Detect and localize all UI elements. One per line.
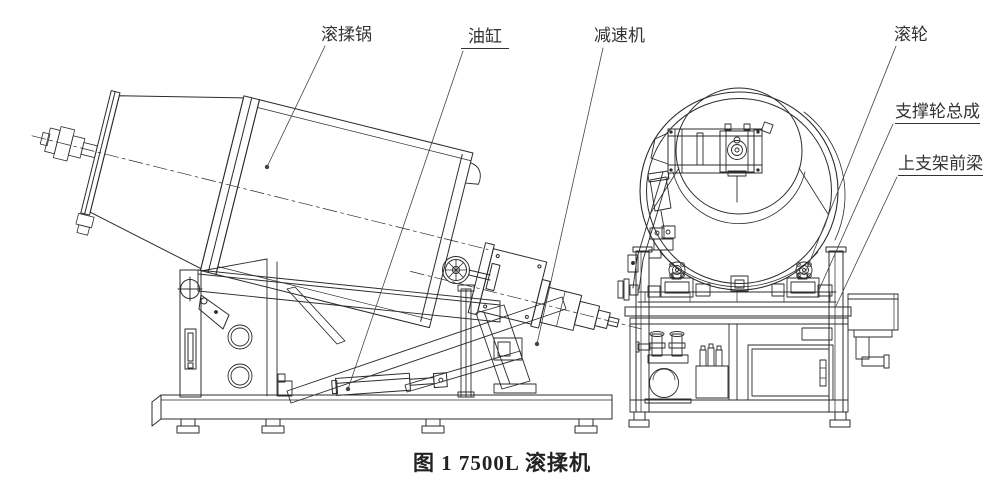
cabinet-feet: [628, 411, 851, 428]
reducer-motor: [467, 242, 620, 331]
bottle-rack: [695, 343, 729, 399]
support-wheel-assembly: [617, 261, 833, 301]
base-frame: [151, 394, 613, 434]
side-view: [31, 90, 642, 434]
side-panel: [200, 258, 293, 397]
label-front-beam: 上支架前梁: [898, 155, 983, 176]
left-arm-assembly: [627, 170, 676, 291]
leader-tumbling-drum: [264, 45, 326, 170]
label-hydraulic-cylinder: 油缸: [461, 28, 509, 49]
mouth-shaft: [39, 126, 98, 162]
frame-posts: [632, 246, 847, 413]
lower-cabinet: [629, 317, 849, 413]
leader-roller: [805, 45, 897, 272]
label-tumbling-drum: 滚揉锅: [321, 25, 372, 44]
drive-box: [847, 293, 899, 369]
leader-front-beam: [835, 176, 898, 307]
label-reducer: 减速机: [594, 26, 645, 45]
figure-caption: 图 1 7500L 滚揉机: [412, 451, 592, 475]
machine-feet: [176, 418, 598, 434]
leader-support-wheel-assembly: [817, 123, 894, 293]
handwheel: [442, 256, 501, 292]
pivot-post: [177, 269, 230, 398]
vacuum-pump: [635, 331, 692, 404]
front-view: [617, 87, 899, 428]
leader-hydraulic-cylinder: [345, 50, 464, 392]
upper-bracket-front-beam: [624, 291, 852, 317]
leader-lines: [264, 45, 898, 392]
drum-front: [639, 87, 846, 291]
hydraulic-cylinder: [331, 372, 448, 396]
leader-reducer: [534, 47, 604, 347]
tumbling-drum-side: [31, 90, 642, 331]
label-roller: 滚轮: [894, 25, 928, 44]
label-support-wheel-assembly: 支撑轮总成: [895, 103, 980, 124]
top-roller-bracket: [650, 121, 774, 203]
door-panel: [747, 327, 834, 401]
